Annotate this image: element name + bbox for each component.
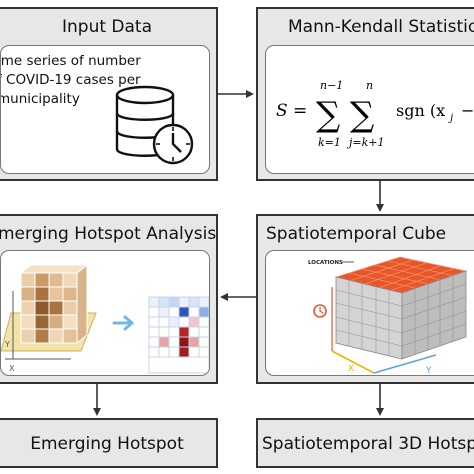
cube-right-face bbox=[401, 270, 467, 360]
clock-icon bbox=[152, 123, 194, 165]
emerging-hotspot-title: Emerging Hotspot bbox=[30, 434, 184, 454]
sum2-symbol: ∑ bbox=[350, 95, 374, 135]
sum2-upper: n bbox=[366, 79, 373, 92]
voxel-cube bbox=[19, 263, 89, 345]
analysis-axis-y: Y bbox=[4, 340, 10, 349]
formula-minus: − x bbox=[461, 101, 474, 120]
emerging-analysis-title: merging Hotspot Analysis bbox=[0, 224, 216, 244]
arrow-blue-icon bbox=[112, 315, 134, 331]
input-data-panel: Input Data ime series of number f COVID-… bbox=[0, 7, 218, 181]
time-clock-icon bbox=[313, 304, 327, 318]
input-data-title: Input Data bbox=[61, 17, 152, 37]
formula-sub-j: j bbox=[448, 113, 453, 124]
formula-box: S = n−1 ∑ k=1 n ∑ j=k+1 sgn (x j − x k bbox=[265, 45, 474, 174]
sum1-symbol: ∑ bbox=[316, 95, 340, 135]
mann-kendall-formula: S = n−1 ∑ k=1 n ∑ j=k+1 sgn (x j − x k bbox=[276, 79, 474, 149]
emerging-analysis-panel: merging Hotspot Analysis Y X bbox=[0, 214, 218, 384]
emerging-analysis-box: Y X bbox=[0, 250, 210, 376]
hotspot-3d-box: Spatiotemporal 3D Hotspo bbox=[256, 418, 474, 468]
cube-title: Spatiotemporal Cube bbox=[266, 224, 447, 244]
input-data-box: ime series of number f COVID-19 cases pe… bbox=[0, 45, 210, 174]
formula-lhs: S = bbox=[276, 101, 307, 121]
sum1-lower: k=1 bbox=[318, 136, 341, 149]
space-time-cube-graphic: LOCATIONS X Y bbox=[308, 256, 468, 376]
hotspot-analysis-graphic: Y X bbox=[1, 263, 209, 374]
hotspot-grid-map bbox=[148, 296, 209, 374]
description-line-3: municipality bbox=[0, 91, 80, 107]
locations-label: LOCATIONS bbox=[308, 260, 343, 266]
cube-box: LOCATIONS X Y bbox=[265, 250, 474, 376]
description-line-1: ime series of number bbox=[0, 53, 141, 69]
formula-body: sgn (x bbox=[396, 101, 445, 120]
cube-axis-y: Y bbox=[425, 366, 432, 376]
description-line-2: f COVID-19 cases per bbox=[0, 72, 141, 88]
sum2-lower: j=k+1 bbox=[346, 136, 385, 149]
emerging-hotspot-box: Emerging Hotspot bbox=[0, 418, 218, 468]
hotspot-3d-title: Spatiotemporal 3D Hotspo bbox=[262, 434, 474, 454]
x-axis-line bbox=[331, 350, 375, 374]
analysis-axis-x: X bbox=[9, 364, 15, 373]
y-axis-line bbox=[373, 354, 437, 374]
cube-axis-x: X bbox=[348, 364, 354, 374]
sum1-upper: n−1 bbox=[320, 79, 343, 92]
cube-panel: Spatiotemporal Cube LOCATIONS X Y bbox=[256, 214, 474, 384]
mann-kendall-title: Mann-Kendall Statistic bbox=[288, 17, 474, 37]
mann-kendall-panel: Mann-Kendall Statistic S = n−1 ∑ k=1 n ∑… bbox=[256, 7, 474, 181]
